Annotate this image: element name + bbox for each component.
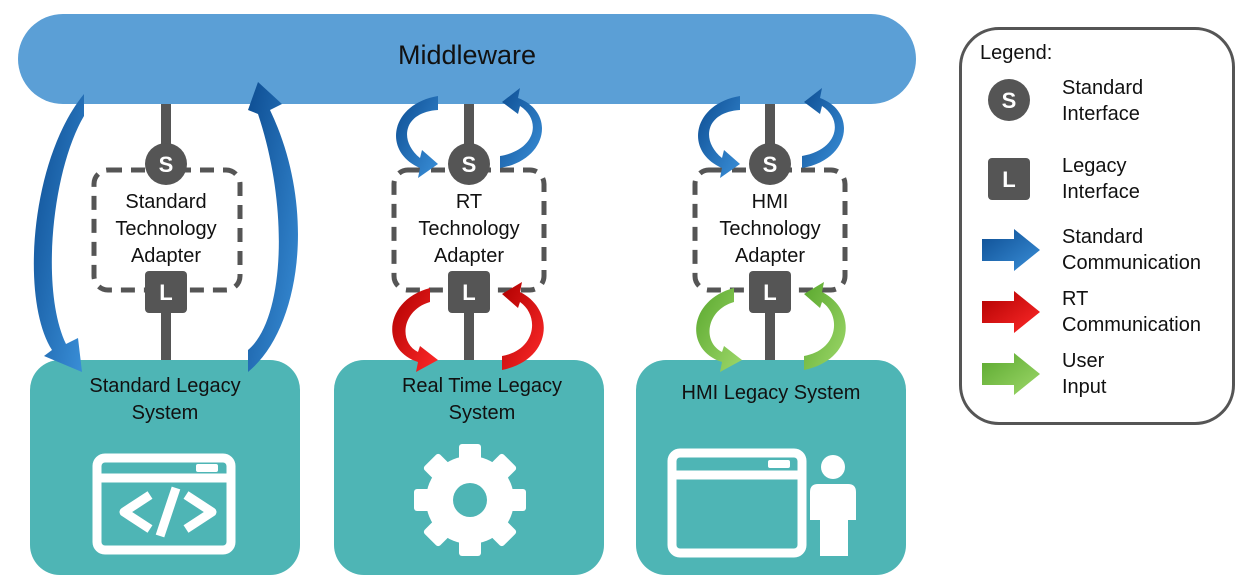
legend-standard-interface-symbol: S bbox=[1002, 88, 1017, 113]
system-label-line: Standard Legacy bbox=[89, 375, 241, 397]
adapter-label-line: Technology bbox=[115, 218, 217, 240]
hmi-legacy-system-label: HMI Legacy System bbox=[640, 380, 902, 407]
system-label-line: System bbox=[448, 402, 516, 424]
middleware-title: Middleware bbox=[397, 40, 537, 70]
standard-adapter-label: Standard Technology Adapter bbox=[96, 189, 236, 270]
standard-legacy-system-label: Standard Legacy System bbox=[40, 373, 290, 427]
system-label-line: System bbox=[131, 402, 199, 424]
standard-communication-arrows-rt-adapter bbox=[396, 88, 542, 178]
legacy-interface-icons bbox=[145, 271, 791, 313]
adapter-label-line: Technology bbox=[418, 218, 520, 240]
legacy-interface-symbol: L bbox=[462, 280, 475, 305]
standard-interface-symbol: S bbox=[763, 152, 778, 177]
adapter-label-line: Adapter bbox=[130, 245, 202, 267]
system-label-line: HMI Legacy System bbox=[681, 382, 861, 404]
legend-arrow-user-input bbox=[982, 353, 1040, 395]
adapter-label-line: Adapter bbox=[433, 245, 505, 267]
adapter-label-line: Technology bbox=[719, 218, 821, 240]
legend-box bbox=[959, 27, 1235, 425]
legend-standard-interface-label: Standard Interface bbox=[1062, 77, 1144, 125]
adapter-label-line: Standard bbox=[125, 191, 207, 213]
legend-standard-communication-label: Standard Communication bbox=[1062, 226, 1201, 274]
adapter-label-line: Adapter bbox=[734, 245, 806, 267]
real-time-legacy-system-label: Real Time Legacy System bbox=[344, 373, 620, 427]
window-user-icon bbox=[667, 448, 856, 558]
legend-arrow-standard-communication bbox=[982, 229, 1040, 271]
legend-legacy-interface-symbol: L bbox=[1002, 167, 1015, 192]
legend-symbols bbox=[988, 79, 1030, 200]
legacy-interface-symbol: L bbox=[763, 280, 776, 305]
user-input-arrows bbox=[696, 282, 846, 372]
standard-interface-symbol: S bbox=[159, 152, 174, 177]
legend-legacy-interface-label: Legacy Interface bbox=[1062, 155, 1140, 203]
adapter-label-line: RT bbox=[455, 191, 483, 213]
standard-interface-icons bbox=[145, 143, 791, 185]
legend-user-input-label: User Input bbox=[1062, 350, 1107, 398]
legacy-interface-symbol: L bbox=[159, 280, 172, 305]
standard-communication-arrows-hmi-adapter bbox=[698, 88, 844, 178]
hmi-adapter-label: HMI Technology Adapter bbox=[700, 189, 840, 270]
standard-interface-symbol: S bbox=[462, 152, 477, 177]
gear-icon bbox=[414, 444, 526, 556]
rt-adapter-label: RT Technology Adapter bbox=[399, 189, 539, 270]
legend-rt-communication-label: RT Communication bbox=[1062, 288, 1201, 336]
code-window-icon bbox=[92, 453, 236, 555]
system-label-line: Real Time Legacy bbox=[401, 375, 563, 397]
rt-communication-arrows bbox=[392, 282, 544, 372]
adapter-label-line: HMI bbox=[751, 191, 789, 213]
legend-title: Legend: bbox=[980, 42, 1053, 64]
legend-arrow-rt-communication bbox=[982, 291, 1040, 333]
standard-communication-arrows-standard-adapter bbox=[33, 82, 298, 372]
middleware-bar bbox=[18, 14, 916, 104]
